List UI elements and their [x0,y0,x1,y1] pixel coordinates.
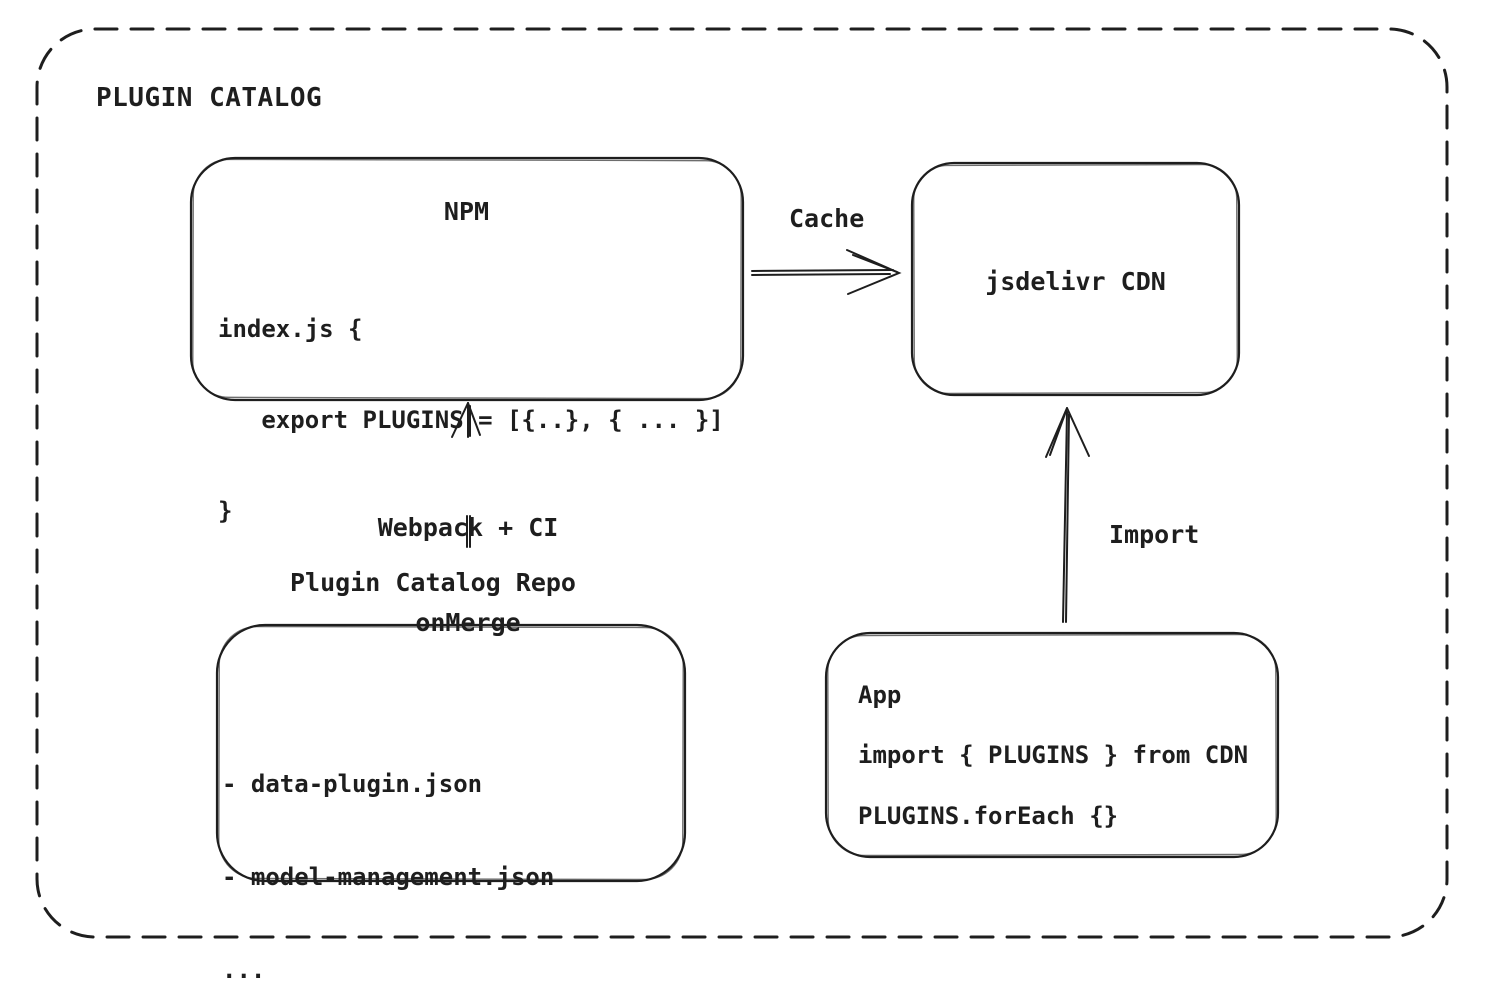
repo-file-list: - data-plugin.json - model-management.js… [222,708,554,1002]
app-box [824,631,1280,859]
build-arrow [451,402,481,548]
cdn-node-label: jsdelivr CDN [985,267,1166,296]
build-edge-label-line: onMerge [415,608,521,637]
repo-file-item: - data-plugin.json [222,770,483,798]
repo-file-item: - model-management.json [222,863,555,891]
repo-file-item: ... [222,956,266,984]
npm-code-block: index.js { export PLUGINS = [{..}, { ...… [218,254,724,587]
repo-box [215,623,687,883]
catalog-boundary-border [35,27,1449,939]
npm-node-title: NPM [443,197,490,226]
import-arrow [1045,407,1090,623]
cache-arrow [751,249,902,295]
diagram-title: PLUGIN CATALOG [96,83,323,113]
app-node-title: App [858,681,902,709]
build-edge-label: Webpack + CI onMerge [342,448,594,702]
repo-node-label: Plugin Catalog Repo [290,568,576,597]
npm-box [189,156,745,402]
npm-code-line: export PLUGINS = [{..}, { ... }] [218,406,724,434]
app-code-line: PLUGINS.forEach {} [858,802,1119,830]
cdn-box [910,161,1241,397]
npm-code-line: } [218,497,233,525]
npm-code-line: index.js { [218,315,363,343]
app-code-line: import { PLUGINS } from CDN [858,741,1249,769]
import-edge-label: Import [1109,520,1200,549]
build-edge-label-line: Webpack + CI [377,512,559,542]
cache-edge-label: Cache [789,204,865,233]
